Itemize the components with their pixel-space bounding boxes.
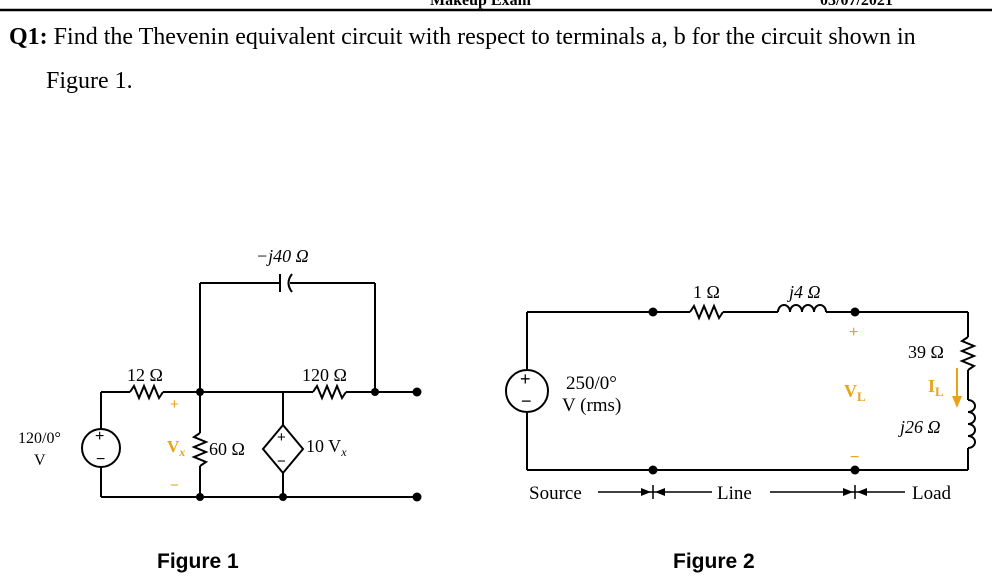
source-section-label: Source	[529, 483, 582, 504]
terminal-b	[412, 492, 422, 502]
line-section-label: Line	[717, 483, 752, 504]
fig1-source-plus: +	[95, 428, 104, 445]
r120-label: 120 Ω	[302, 365, 347, 385]
figure-1-circuit	[100, 282, 417, 498]
figure-2-caption: Figure 2	[673, 550, 755, 573]
vx-minus: −	[170, 477, 179, 494]
fig2-voltage-source	[505, 369, 549, 413]
r1-label: 1 Ω	[693, 282, 720, 302]
r12-label: 12 Ω	[127, 365, 163, 385]
load-section-label: Load	[912, 483, 952, 504]
capacitor-label: −j40 Ω	[256, 246, 309, 266]
question-line-2: Figure 1.	[46, 68, 133, 94]
figure-2-circuit	[526, 303, 977, 471]
fig1-source-value: 120/0°	[18, 430, 61, 447]
fig2-nodes	[648, 307, 860, 475]
r39-label: 39 Ω	[908, 342, 944, 362]
l4-label: j4 Ω	[787, 282, 821, 302]
l26-label: j26 Ω	[898, 417, 941, 437]
vl-minus: −	[850, 449, 859, 466]
fig2-source-unit: V (rms)	[562, 395, 621, 416]
header-rule: Makeup Exam 03/07/2021	[0, 0, 992, 12]
terminal-a	[412, 387, 422, 397]
vl-plus: +	[849, 324, 858, 341]
dep-source-label: 10 Vx	[306, 436, 347, 459]
il-arrow	[952, 368, 962, 408]
fig2-source-value: 250/0°	[566, 373, 617, 394]
question-label: Q1:	[9, 24, 48, 50]
fig1-voltage-source	[81, 428, 121, 468]
fig1-dependent-source	[261, 423, 305, 475]
vx-plus: +	[170, 396, 179, 413]
fig1-source-unit: V	[34, 452, 46, 469]
fig1-source-minus: −	[96, 451, 105, 468]
header-left-text: Makeup Exam	[430, 0, 532, 9]
dep-source-minus: −	[277, 453, 286, 470]
capacitor-symbol	[279, 273, 293, 293]
r60-label: 60 Ω	[209, 439, 245, 459]
vl-label: VL	[844, 381, 866, 404]
fig2-source-minus: −	[521, 391, 532, 411]
section-markers	[598, 485, 905, 499]
header-right-text: 03/07/2021	[820, 0, 893, 9]
figure-1-caption: Figure 1	[157, 550, 239, 573]
dep-source-plus: +	[277, 429, 286, 446]
il-label: IL	[928, 376, 944, 399]
vx-label: Vx	[167, 437, 185, 459]
question-text: Find the Thevenin equivalent circuit wit…	[53, 24, 916, 50]
question-line-1: Q1: Find the Thevenin equivalent circuit…	[9, 22, 916, 52]
fig2-source-plus: +	[520, 369, 531, 389]
page-header: Makeup Exam 03/07/2021	[0, 0, 992, 18]
fig1-nodes	[196, 387, 422, 502]
